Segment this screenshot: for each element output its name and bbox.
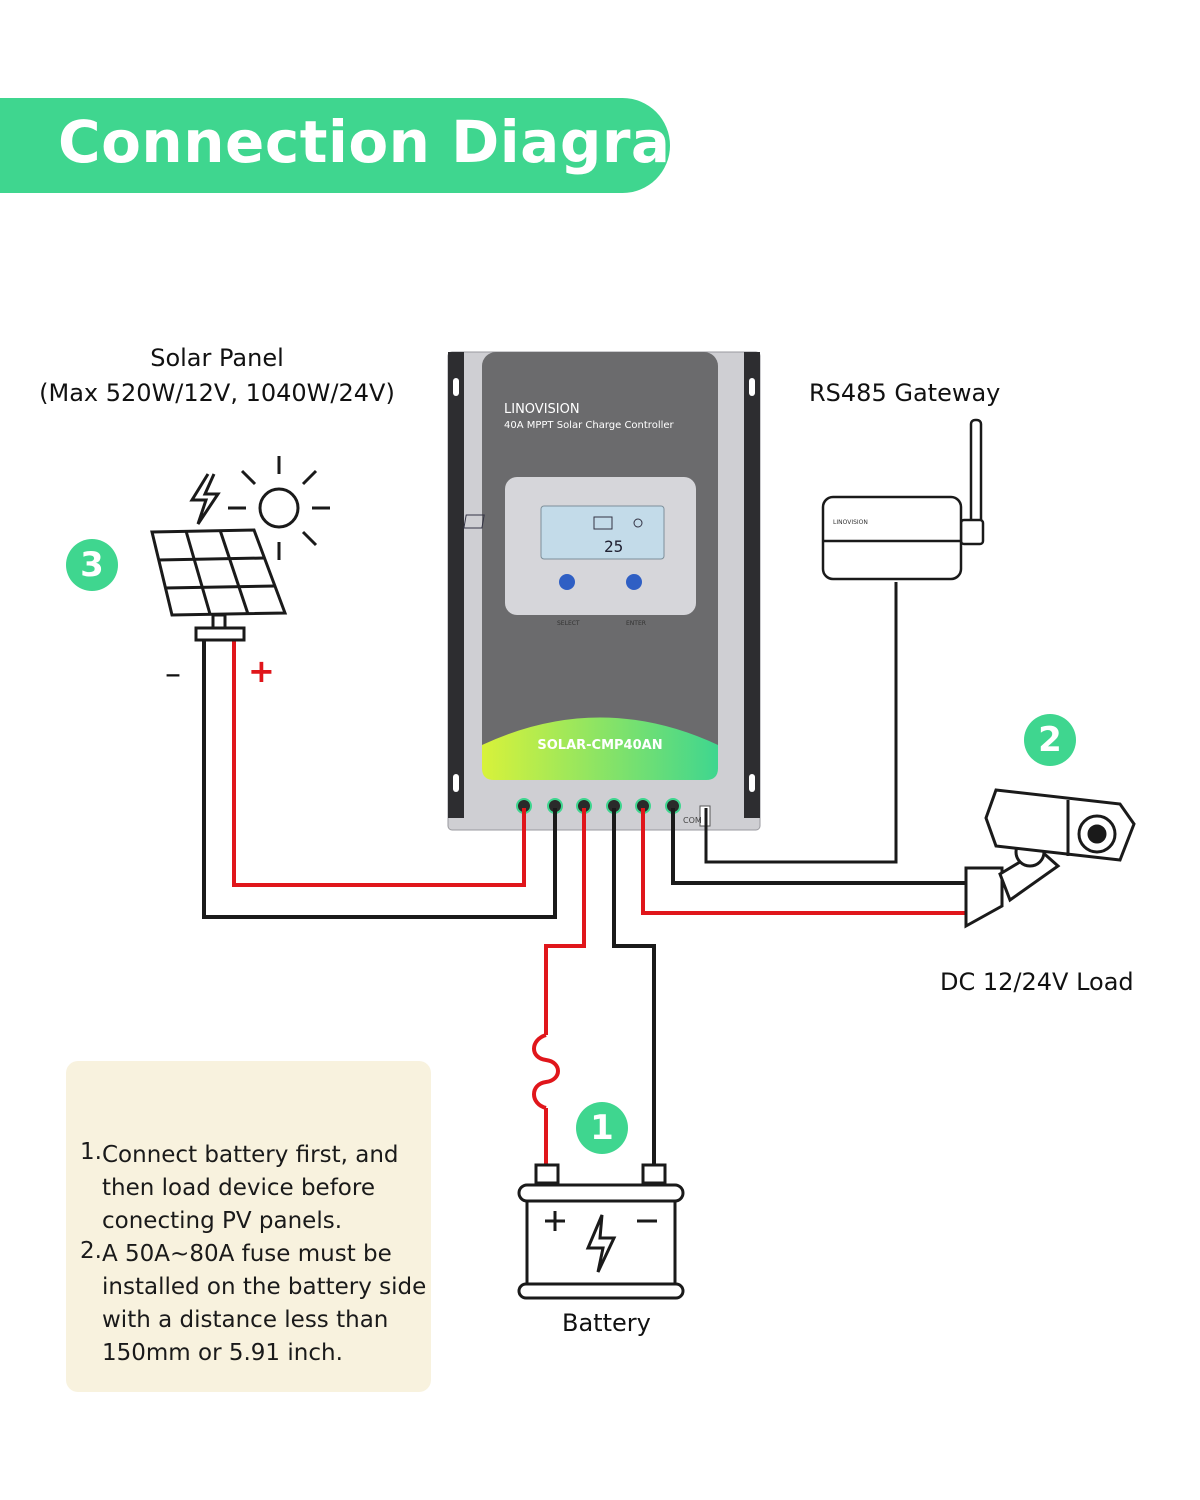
solar-panel-title: Solar Panel [150, 344, 284, 372]
step-badge-2: 2 [1024, 714, 1076, 766]
charge-controller [447, 351, 761, 831]
solar-panel-icon [150, 528, 288, 642]
tip-1-line-3: conecting PV panels. [102, 1208, 343, 1234]
enter-button-label: ENTER [626, 620, 646, 627]
lcd-icons [463, 514, 643, 530]
page-title: Connection Diagram [58, 108, 732, 176]
tips-box [66, 1061, 431, 1392]
com-terminal-label: COM [683, 816, 702, 825]
battery-negative-wire [612, 808, 656, 1165]
step-badge-3: 3 [66, 539, 118, 591]
battery-title: Battery [562, 1309, 651, 1337]
tip-number-2: 2. [80, 1238, 102, 1264]
tip-1-line-2: then load device before [102, 1175, 375, 1201]
controller-model: 40A MPPT Solar Charge Controller [504, 420, 674, 431]
controller-brand: LINOVISION [504, 402, 580, 417]
solar-positive-wire [232, 640, 526, 887]
tip-2-line-1: A 50A~80A fuse must be [102, 1241, 392, 1267]
lightning-icon [189, 473, 221, 525]
battery-positive-wire [544, 808, 586, 1035]
lcd-temperature: 25 [604, 537, 624, 556]
load-negative-wire [671, 808, 968, 885]
solar-plus-sign: + [248, 652, 275, 690]
load-positive-wire [641, 808, 968, 915]
tip-2: A 50A~80A fuse must be installed on the … [102, 1238, 426, 1370]
title-banner [0, 98, 670, 193]
rs485-gateway-icon [821, 418, 985, 581]
controller-name: SOLAR-CMP40AN [537, 738, 663, 753]
fuse-icon [532, 1033, 560, 1110]
sun-icon [228, 456, 330, 560]
solar-panel-spec: (Max 520W/12V, 1040W/24V) [39, 379, 395, 407]
tip-2-line-4: 150mm or 5.91 inch. [102, 1340, 343, 1366]
tip-2-line-3: with a distance less than [102, 1307, 389, 1333]
load-title: DC 12/24V Load [940, 968, 1134, 996]
select-button-label: SELECT [557, 620, 580, 627]
wiring [202, 582, 968, 1165]
tip-2-line-2: installed on the battery side [102, 1274, 427, 1300]
tip-1-line-1: Connect battery first, and [102, 1142, 399, 1168]
tip-1: Connect battery first, and then load dev… [102, 1139, 399, 1238]
battery-icon [517, 1163, 685, 1300]
tip-number-1: 1. [80, 1139, 102, 1165]
step-badge-1: 1 [576, 1102, 628, 1154]
gateway-title: RS485 Gateway [809, 379, 1001, 407]
solar-minus-sign: – [165, 654, 181, 692]
gateway-brand: LINOVISION [833, 519, 868, 526]
camera-load-icon [964, 788, 1136, 929]
rs485-wire [704, 582, 898, 864]
solar-negative-wire [202, 640, 557, 919]
